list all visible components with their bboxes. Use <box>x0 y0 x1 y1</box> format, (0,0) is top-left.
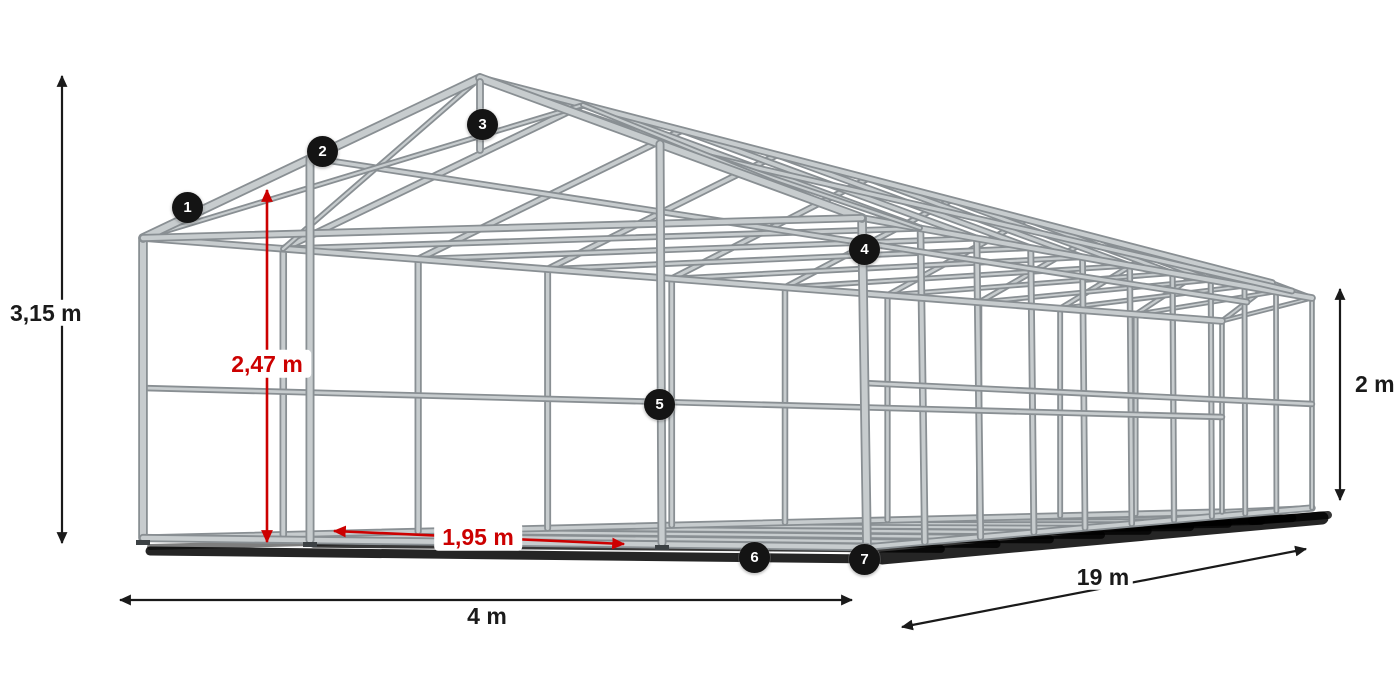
part-marker-7: 7 <box>849 544 880 575</box>
part-marker-2: 2 <box>307 136 338 167</box>
label-side-height: 2 m <box>1351 370 1399 398</box>
frame-tubes <box>136 73 1316 554</box>
part-marker-6: 6 <box>739 542 770 573</box>
part-marker-4: 4 <box>849 234 880 265</box>
label-passage-width: 1,95 m <box>434 522 522 552</box>
label-width: 4 m <box>463 603 511 630</box>
label-total-height: 3,15 m <box>6 299 86 327</box>
part-marker-3: 3 <box>467 109 498 140</box>
label-length: 19 m <box>1072 563 1134 591</box>
part-marker-1: 1 <box>172 192 203 223</box>
part-marker-5: 5 <box>644 389 675 420</box>
label-clearance-height: 2,47 m <box>223 349 311 379</box>
